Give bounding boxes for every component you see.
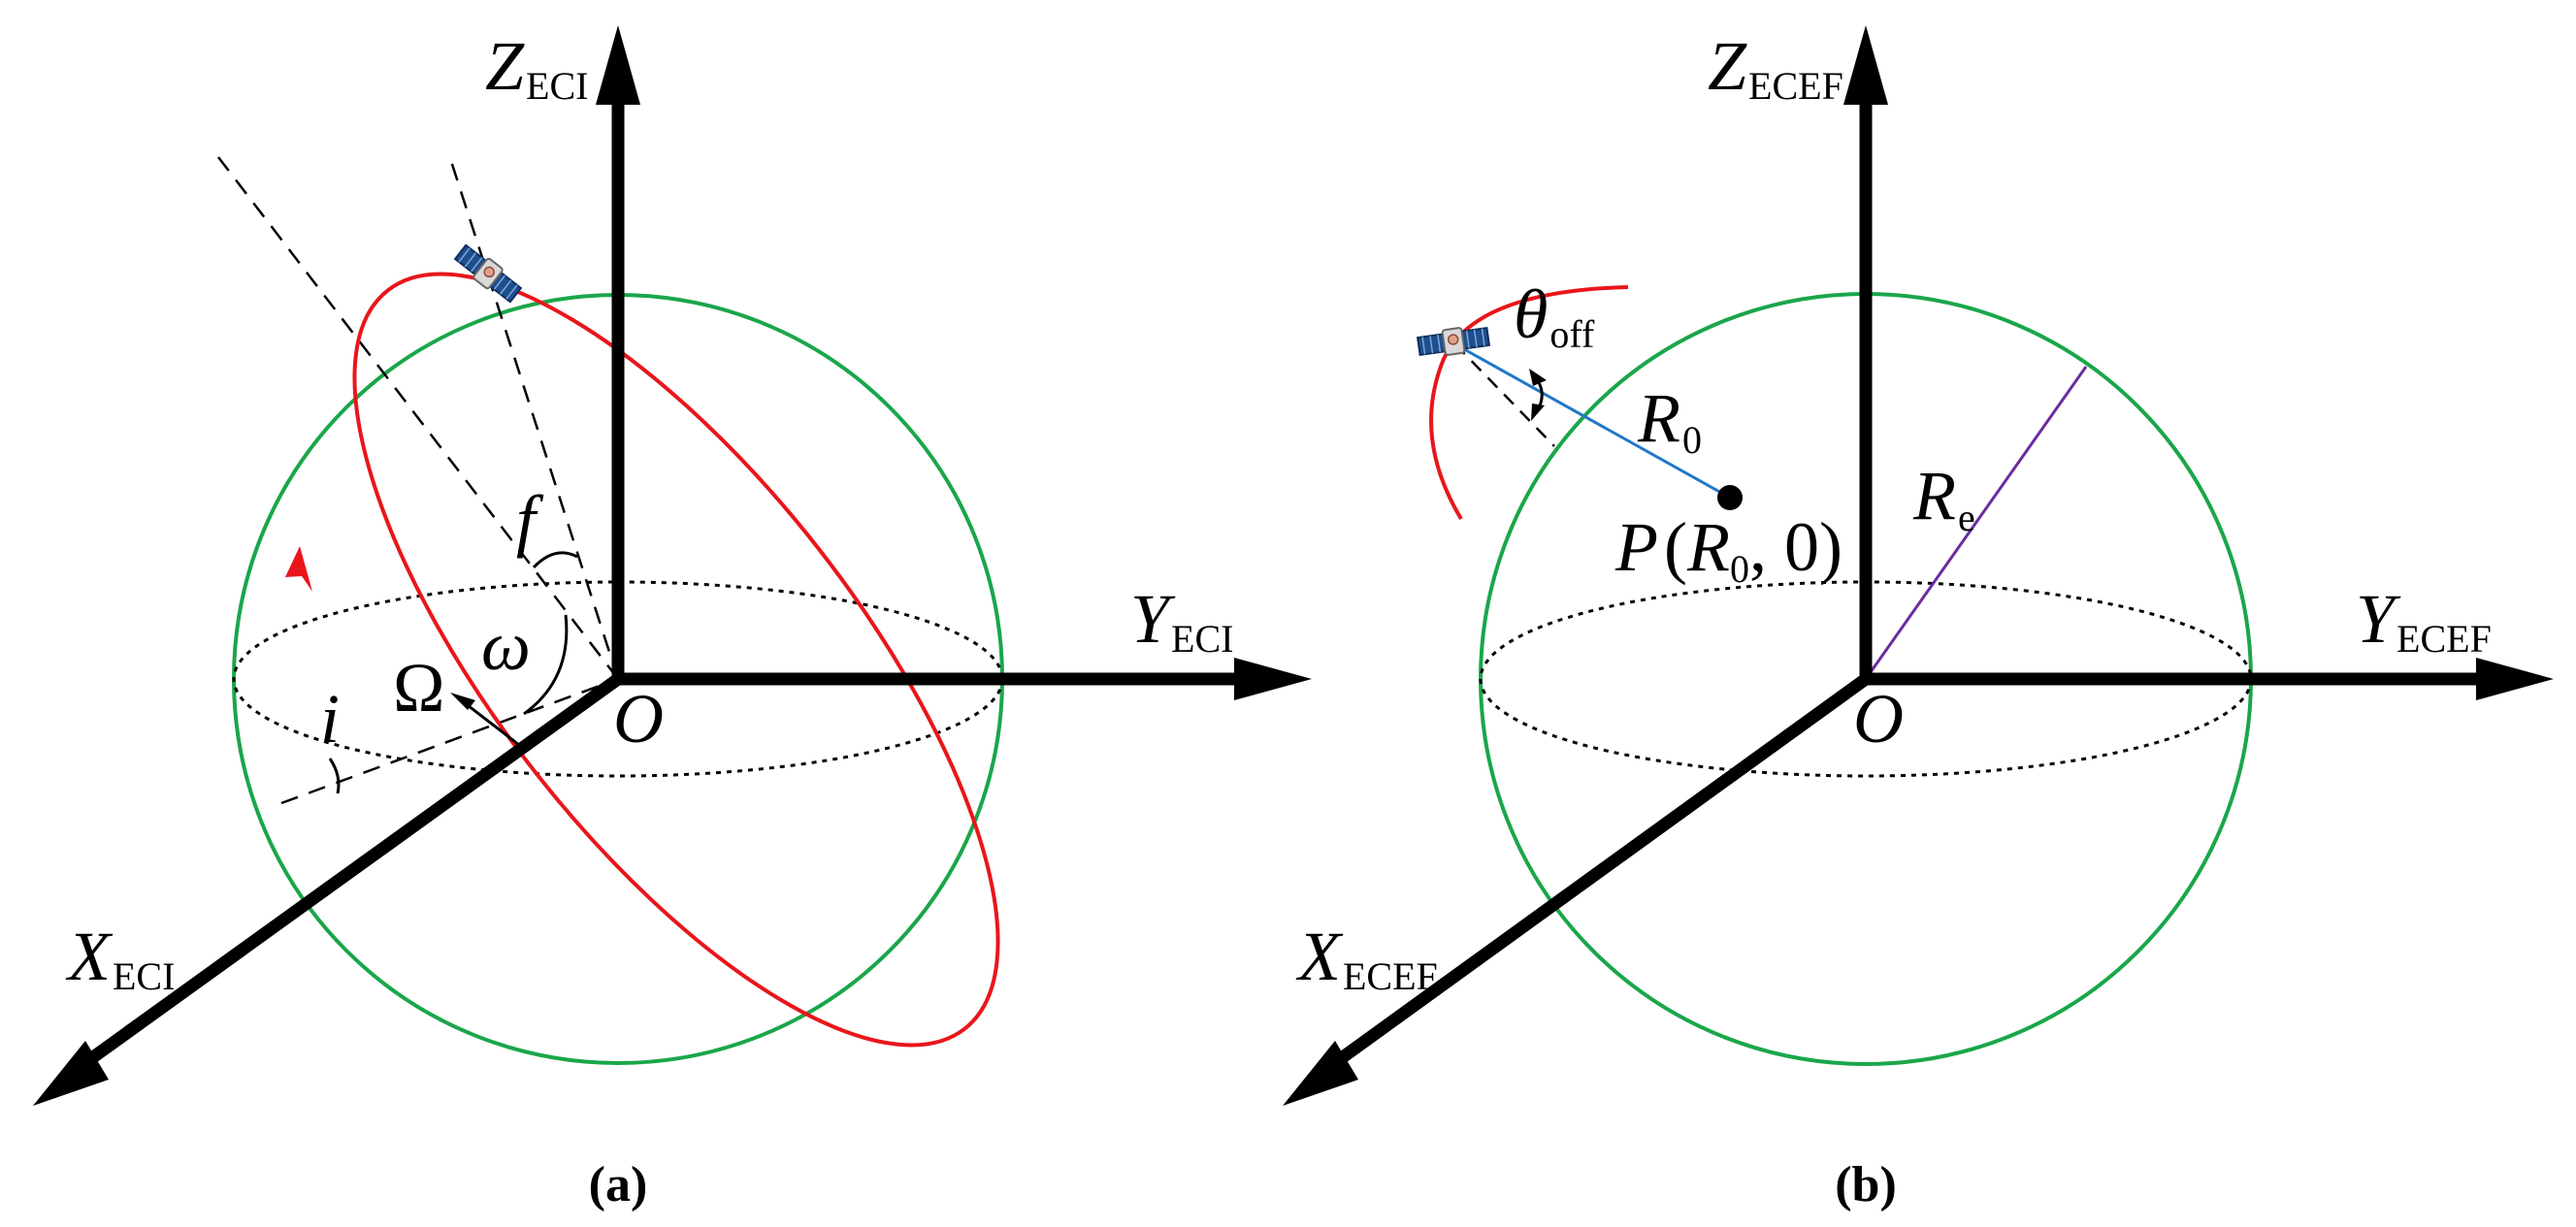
y-axis-arrowhead-a — [1234, 658, 1312, 700]
inclination-label: i — [320, 680, 340, 758]
panel-a: ZECI YECI XECI O i Ω ω f (a) — [33, 25, 1312, 1212]
y-axis-arrowhead-b — [2476, 658, 2554, 700]
satellite-line-a — [447, 154, 620, 680]
x-eci-label: XECI — [65, 918, 175, 998]
x-axis-arrowhead-b — [1283, 1041, 1358, 1106]
origin-label-b: O — [1853, 680, 1904, 758]
inclination-arc — [328, 758, 341, 794]
x-axis-a — [76, 673, 622, 1073]
panel-b: ZECEF YECEF XECEF O θoff R0 Re P(R0, 0) … — [1283, 25, 2554, 1212]
offset-angle-arrow-bottom — [1531, 404, 1545, 421]
arg-perigee-label: ω — [481, 607, 531, 685]
earth-radius-line — [1864, 366, 2088, 680]
raan-vector-arrowhead — [450, 693, 475, 710]
satellite-icon — [451, 241, 525, 307]
range-label: R0 — [1637, 379, 1702, 462]
x-axis-arrowhead-a — [33, 1041, 109, 1106]
y-ecef-label: YECEF — [2356, 580, 2492, 661]
true-anomaly-arc — [532, 551, 578, 569]
orbit-arc-b — [1429, 285, 1629, 521]
offset-angle-label: θoff — [1514, 275, 1595, 356]
range-line — [1454, 342, 1731, 500]
y-eci-label: YECI — [1130, 580, 1233, 661]
z-axis-arrowhead-b — [1843, 25, 1888, 105]
z-eci-label: ZECI — [485, 27, 588, 108]
earth-radius-label: Re — [1912, 457, 1975, 539]
perigee-line-a — [217, 156, 619, 680]
point-p-label: P(R0, 0) — [1614, 508, 1842, 591]
x-axis-b — [1325, 673, 1870, 1073]
arg-perigee-arc — [523, 614, 569, 716]
x-ecef-label: XECEF — [1295, 918, 1438, 998]
orbit-ellipse-a — [352, 272, 1000, 1048]
boresight-line — [1454, 343, 1555, 447]
z-axis-arrowhead-a — [596, 25, 640, 105]
caption-a: (a) — [589, 1157, 648, 1212]
raan-vector — [463, 700, 520, 747]
caption-b: (b) — [1835, 1157, 1897, 1212]
origin-label-a: O — [613, 680, 664, 758]
orbit-direction-arrow — [285, 546, 312, 592]
raan-label: Ω — [393, 649, 445, 727]
true-anomaly-label: f — [516, 481, 544, 559]
satellite-icon — [1416, 322, 1491, 361]
offset-angle-arrow-top — [1529, 369, 1547, 386]
z-ecef-label: ZECEF — [1708, 27, 1843, 108]
target-point — [1717, 485, 1743, 510]
